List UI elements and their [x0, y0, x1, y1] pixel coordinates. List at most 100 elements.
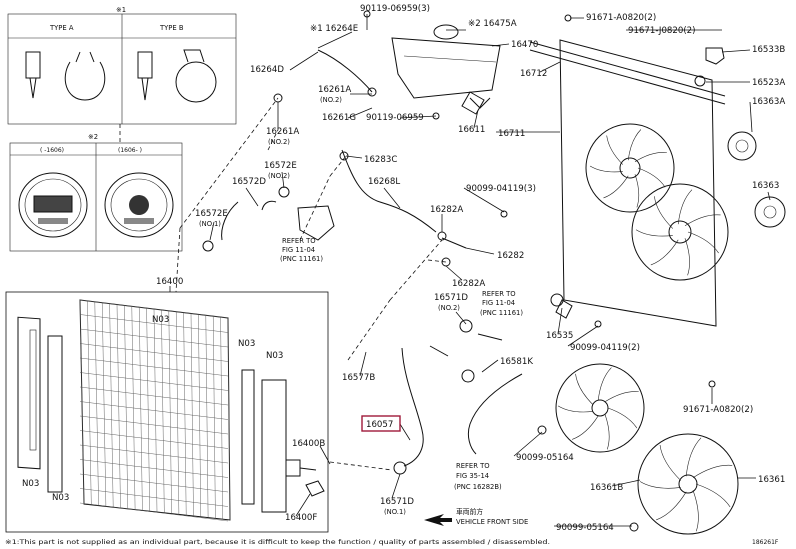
callout-16611[interactable]: 16611: [458, 125, 485, 135]
cap-inset-marker: ※2: [88, 133, 98, 141]
fan-shroud: [529, 39, 729, 327]
clamp-type-inset: ※1 TYPE A TYPE B: [7, 6, 237, 125]
fan-motor-a: [727, 131, 757, 161]
callout-16261A-upper[interactable]: 16261A: [318, 85, 351, 95]
callout-16361[interactable]: 16361: [758, 475, 785, 485]
radiator-core: [79, 299, 231, 522]
callout-90099-05164-upper[interactable]: 90099-05164: [516, 453, 574, 463]
callout-90099-05164-lower[interactable]: 90099-05164: [556, 523, 614, 533]
radiator-right-seal: [241, 369, 255, 505]
refer-note-3-line2: FIG 35-14: [456, 472, 489, 480]
refer-notes: REFER TO FIG 11-04 (PNC 11161) REFER TO …: [280, 237, 523, 491]
callout-16572E-no2[interactable]: 16572E: [264, 161, 297, 171]
cap-right-range: (1606- ): [118, 147, 142, 154]
vehicle-front-cn: 車両前方: [456, 507, 483, 516]
callout-16577B[interactable]: 16577B: [342, 373, 375, 383]
callout-16363A[interactable]: 16363A: [752, 97, 785, 107]
callout-16264E[interactable]: ※1 16264E: [310, 24, 358, 34]
callout-16363[interactable]: 16363: [752, 181, 779, 191]
callout-90119-06959-3[interactable]: 90119-06959(3): [360, 4, 430, 14]
callout-16571D-no2-sub: (NO.2): [438, 304, 460, 312]
callout-16470[interactable]: 16470: [511, 40, 538, 50]
callout-N03-left-seal[interactable]: N03: [52, 493, 69, 503]
callout-16572D[interactable]: 16572D: [232, 177, 266, 187]
fan-blade-lower: [637, 433, 739, 535]
radiator-group: [5, 291, 329, 533]
callout-16361B[interactable]: 16361B: [590, 483, 623, 493]
refer-note-2-line3: (PNC 11161): [480, 309, 523, 317]
callout-16261A-upper-no: (NO.2): [320, 96, 342, 104]
callout-16400[interactable]: 16400: [156, 277, 183, 287]
callout-16581K[interactable]: 16581K: [500, 357, 533, 367]
refer-note-2-line2: FIG 11-04: [482, 299, 515, 307]
callout-16535[interactable]: 16535: [546, 331, 573, 341]
footer: 車両前方 VEHICLE FRONT SIDE ※1:This part is …: [5, 507, 779, 546]
callout-16057[interactable]: 16057: [366, 420, 393, 430]
mount-brackets: [555, 47, 725, 319]
callout-16282A-upper[interactable]: 16282A: [430, 205, 463, 215]
cap-new-icon: [104, 172, 174, 238]
callout-N03-right-tank[interactable]: N03: [266, 351, 283, 361]
callout-16475A[interactable]: ※2 16475A: [468, 19, 517, 29]
refer-note-1-line1[interactable]: REFER TO: [282, 237, 316, 245]
radiator-left-seal: [47, 335, 63, 493]
fan-motor-b: [754, 196, 786, 228]
small-parts: [202, 10, 716, 532]
cap-inset: ※2 ( -1606) (1606- ): [9, 133, 183, 252]
callout-16261A-lower-no: (NO.2): [268, 138, 290, 146]
clamp-type-b-label: TYPE B: [159, 24, 184, 32]
callout-16282A-lower[interactable]: 16282A: [452, 279, 485, 289]
callout-90099-04119-3[interactable]: 90099-04119(3): [466, 184, 536, 194]
hoses: [221, 49, 523, 467]
refer-note-3-line1[interactable]: REFER TO: [456, 462, 490, 470]
figure-number: 186261F: [752, 539, 779, 546]
clamp-inset-marker: ※1: [116, 6, 126, 14]
fan-blade-upper: [555, 363, 645, 453]
radiator-left-tank: [17, 316, 41, 470]
callout-16261G[interactable]: 16261G: [322, 113, 356, 123]
refer-note-2-line1[interactable]: REFER TO: [482, 290, 516, 298]
clamp-type-b-icon: [137, 49, 217, 103]
drain-plug: [305, 480, 325, 497]
callout-91671-A0820-2[interactable]: 91671-A0820(2): [586, 13, 656, 23]
vehicle-front-label: VEHICLE FRONT SIDE: [456, 518, 528, 526]
callout-90099-04119-2[interactable]: 90099-04119(2): [570, 343, 640, 353]
callout-16711[interactable]: 16711: [498, 129, 525, 139]
radiator-right-tank: [261, 379, 317, 513]
callout-16400B[interactable]: 16400B: [292, 439, 325, 449]
reservoir-tank: [391, 24, 501, 109]
callout-N03-right-seal[interactable]: N03: [238, 339, 255, 349]
callout-90119-06959[interactable]: 90119-06959: [366, 113, 424, 123]
callout-N03-core[interactable]: N03: [152, 315, 169, 325]
callout-91671-A0820-2-lower[interactable]: 91671-A0820(2): [683, 405, 753, 415]
clamp-type-a-label: TYPE A: [49, 24, 74, 32]
callout-16283C[interactable]: 16283C: [364, 155, 397, 165]
callout-16268L[interactable]: 16268L: [368, 177, 400, 187]
callout-16572E-no2-sub: (NO.2): [268, 172, 290, 180]
footer-note: ※1:This part is not supplied as an indiv…: [5, 539, 550, 546]
cap-old-icon: [18, 172, 88, 238]
callout-N03-left-tank[interactable]: N03: [22, 479, 39, 489]
clamp-type-a-icon: [25, 51, 106, 101]
callout-16572E-no1[interactable]: 16572E: [195, 209, 228, 219]
callout-16523A[interactable]: 16523A: [752, 78, 785, 88]
callout-16282[interactable]: 16282: [497, 251, 524, 261]
callout-16712[interactable]: 16712: [520, 69, 547, 79]
cap-left-range: ( -1606): [40, 147, 64, 154]
refer-note-3-line3: (PNC 16282B): [454, 483, 502, 491]
callout-16400F[interactable]: 16400F: [285, 513, 317, 523]
highlight-16057-box: [361, 415, 401, 432]
callout-16264D[interactable]: 16264D: [250, 65, 284, 75]
refer-note-1-line3: (PNC 11161): [280, 255, 323, 263]
callout-16571D-no1-sub: (NO.1): [384, 508, 406, 516]
part-callouts: 90119-06959(3) ※1 16264E ※2 16475A 16470…: [22, 4, 785, 533]
callout-16571D-no1[interactable]: 16571D: [380, 497, 414, 507]
callout-16571D-no2[interactable]: 16571D: [434, 293, 468, 303]
callout-16261A-lower[interactable]: 16261A: [266, 127, 299, 137]
refer-note-1-line2: FIG 11-04: [282, 246, 315, 254]
callout-91671-J0820-2[interactable]: 91671-J0820(2): [628, 26, 696, 36]
callout-16533B[interactable]: 16533B: [752, 45, 785, 55]
vehicle-front-arrow-icon: [424, 514, 452, 526]
